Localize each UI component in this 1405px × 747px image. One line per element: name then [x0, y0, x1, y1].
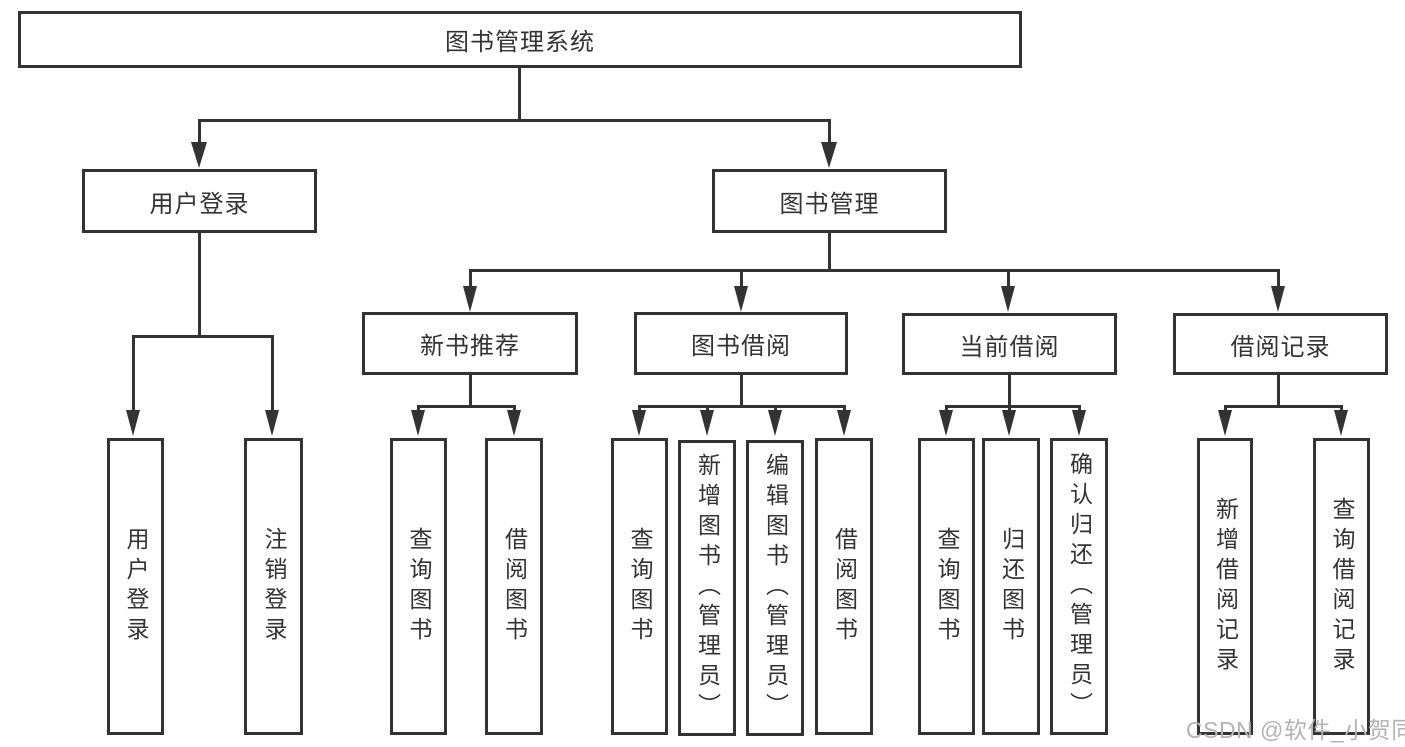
arrow-down-icon: [411, 410, 425, 436]
node-user-login: 用户登录: [82, 169, 317, 233]
connector-line: [1008, 373, 1011, 408]
connector-line: [469, 269, 1280, 272]
node-label: 新书推荐: [420, 333, 520, 360]
leaf-label: 新增图书（管理员）: [694, 453, 721, 723]
leaf-borrow-book: 借阅图书: [815, 438, 873, 735]
connector-line: [1277, 269, 1280, 291]
arrow-down-icon: [1001, 286, 1015, 312]
node-book-management: 图书管理: [712, 169, 947, 233]
connector-line: [740, 269, 743, 291]
leaf-label: 查询图书: [406, 526, 432, 647]
leaf-borrow-book: 借阅图书: [485, 438, 543, 735]
leaf-query-book: 查询图书: [390, 438, 447, 735]
arrow-down-icon: [821, 142, 837, 168]
connector-line: [740, 373, 743, 408]
connector-line: [198, 119, 831, 122]
connector-line: [469, 373, 472, 408]
connector-line: [945, 405, 1080, 408]
watermark: CSDN @软件_小贺同学: [1186, 717, 1405, 743]
node-root-system: 图书管理系统: [18, 11, 1022, 68]
leaf-add-borrow-record: 新增借阅记录: [1197, 438, 1253, 735]
leaf-label: 注销登录: [261, 526, 287, 647]
node-label: 用户登录: [149, 190, 250, 218]
node-label: 图书管理系统: [445, 29, 595, 56]
leaf-return-book: 归还图书: [982, 438, 1040, 735]
node-book-borrow: 图书借阅: [634, 312, 848, 375]
connector-line: [417, 405, 516, 408]
leaf-label: 查询借阅记录: [1329, 496, 1355, 677]
node-current-borrow: 当前借阅: [902, 313, 1117, 375]
leaf-user-login: 用户登录: [107, 438, 164, 735]
leaf-edit-book-admin: 编辑图书（管理员）: [746, 440, 804, 736]
arrow-down-icon: [191, 142, 207, 168]
leaf-label: 借阅图书: [501, 526, 528, 647]
leaf-label: 归还图书: [998, 526, 1025, 647]
leaf-label: 新增借阅记录: [1212, 496, 1239, 677]
leaf-label: 用户登录: [123, 526, 149, 647]
connector-line: [518, 66, 521, 122]
arrow-down-icon: [1218, 410, 1232, 436]
leaf-label: 查询图书: [627, 526, 653, 647]
arrow-down-icon: [700, 410, 714, 436]
node-borrow-records: 借阅记录: [1173, 313, 1388, 375]
arrow-down-icon: [939, 410, 953, 436]
leaf-label: 查询图书: [934, 526, 960, 647]
leaf-query-borrow-record: 查询借阅记录: [1313, 438, 1370, 735]
leaf-label: 确认归还（管理员）: [1066, 451, 1093, 722]
arrow-down-icon: [632, 410, 646, 436]
node-label: 图书管理: [779, 190, 880, 218]
node-label: 图书借阅: [691, 333, 791, 360]
leaf-label: 编辑图书（管理员）: [762, 453, 789, 723]
arrow-down-icon: [463, 286, 477, 312]
leaf-logout: 注销登录: [244, 438, 303, 735]
connector-line: [1277, 373, 1280, 408]
arrow-down-icon: [734, 286, 748, 312]
connector-line: [132, 335, 274, 338]
connector-line: [469, 269, 472, 291]
connector-line: [1224, 405, 1342, 408]
leaf-add-book-admin: 新增图书（管理员）: [678, 440, 736, 736]
node-label: 当前借阅: [959, 333, 1060, 361]
leaf-label: 借阅图书: [831, 526, 858, 647]
connector-line: [132, 335, 135, 416]
arrow-down-icon: [1271, 286, 1285, 312]
leaf-query-book: 查询图书: [611, 438, 668, 735]
arrow-down-icon: [837, 410, 851, 436]
arrow-down-icon: [1072, 410, 1086, 436]
arrow-down-icon: [768, 410, 782, 436]
connector-line: [828, 119, 831, 146]
connector-line: [198, 231, 201, 338]
node-new-book-recommend: 新书推荐: [362, 312, 578, 375]
node-label: 借阅记录: [1230, 333, 1331, 361]
leaf-confirm-return-admin: 确认归还（管理员）: [1050, 438, 1108, 735]
arrow-down-icon: [126, 410, 140, 436]
arrow-down-icon: [1334, 410, 1348, 436]
connector-line: [1007, 269, 1010, 291]
arrow-down-icon: [507, 410, 521, 436]
connector-line: [638, 405, 846, 408]
connector-line: [198, 119, 201, 146]
connector-line: [828, 231, 831, 272]
arrow-down-icon: [265, 410, 279, 436]
connector-line: [271, 335, 274, 416]
leaf-query-book: 查询图书: [918, 438, 975, 735]
arrow-down-icon: [1002, 410, 1016, 436]
